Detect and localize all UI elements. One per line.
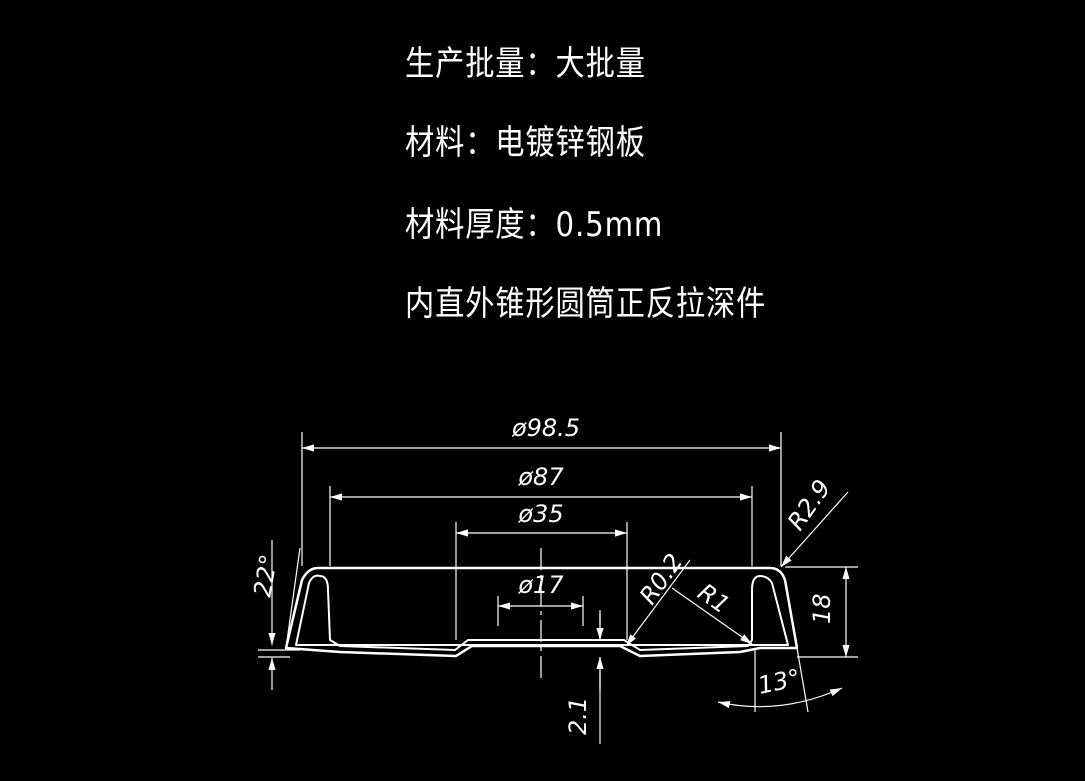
dim-height: 18 bbox=[808, 593, 836, 624]
dim-outer-diameter: ø98.5 bbox=[511, 414, 580, 442]
dim-angle-left: 22° bbox=[248, 552, 283, 599]
dim-step-diameter: ø35 bbox=[517, 500, 563, 528]
dim-radius-bottom: R1 bbox=[693, 578, 735, 619]
leader-r-small bbox=[625, 559, 691, 647]
dim-angle-right: 13° bbox=[755, 664, 802, 700]
dim-depth: 2.1 bbox=[564, 697, 592, 735]
dim-radius-small: R0.2 bbox=[634, 548, 688, 609]
note-production-batch: 生产批量：大批量 bbox=[405, 44, 646, 84]
outer-contour bbox=[284, 566, 799, 658]
dim-flange-diameter: ø87 bbox=[517, 463, 564, 491]
leader-r-bottom bbox=[671, 587, 753, 645]
dim-radius-top: R2.9 bbox=[782, 474, 836, 535]
dimension-lines bbox=[268, 444, 850, 709]
note-part-name: 内直外锥形圆筒正反拉深件 bbox=[405, 284, 767, 324]
angle-right-arc bbox=[717, 687, 843, 709]
part-profile bbox=[284, 566, 799, 658]
note-material: 材料：电镀锌钢板 bbox=[405, 123, 646, 163]
inner-contour bbox=[295, 574, 789, 651]
dim-hole-diameter: ø17 bbox=[517, 571, 564, 599]
leader-r-top bbox=[780, 491, 849, 568]
note-material-thickness: 材料厚度：0.5mm bbox=[405, 205, 664, 245]
